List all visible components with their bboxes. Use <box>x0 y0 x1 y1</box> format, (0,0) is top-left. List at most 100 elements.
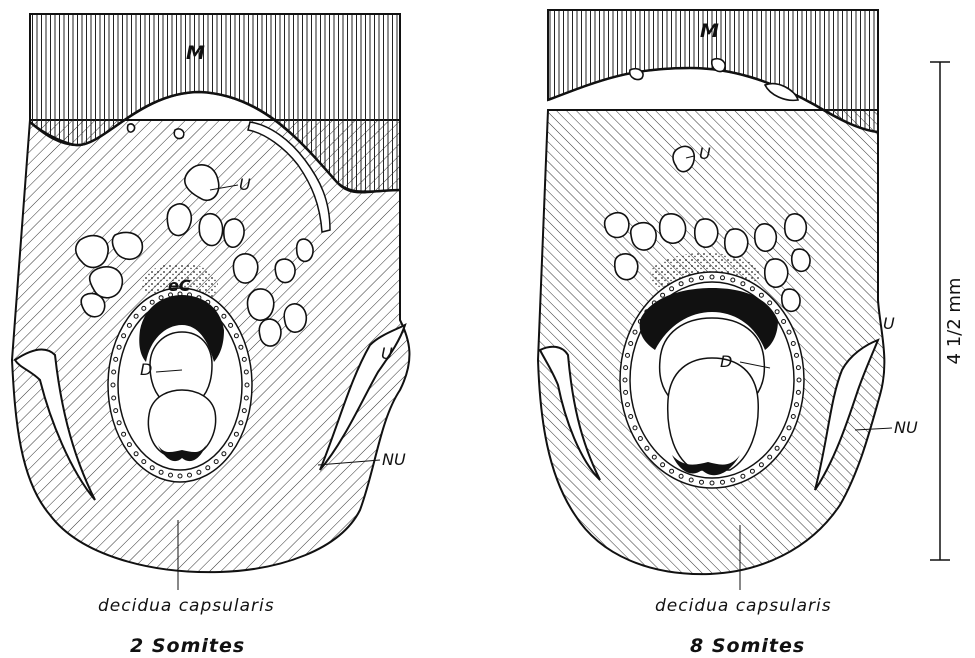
border-dot <box>114 409 118 413</box>
border-dot <box>670 469 674 473</box>
border-dot <box>127 443 131 447</box>
border-dot <box>624 366 628 370</box>
left-yolk-sac <box>148 390 215 455</box>
left-caption: decidua capsularis <box>98 598 275 615</box>
border-dot <box>122 334 126 338</box>
right-label-m: M <box>700 22 720 41</box>
border-dot <box>134 452 138 456</box>
border-dot <box>741 474 745 478</box>
right-label-u-side: U <box>883 316 895 332</box>
border-dot <box>768 301 772 305</box>
border-dot <box>679 474 683 478</box>
left-label-d: D <box>140 362 152 378</box>
border-dot <box>197 470 201 474</box>
border-dot <box>768 455 772 459</box>
border-dot <box>159 296 163 300</box>
left-section <box>12 14 409 590</box>
left-label-ec: eC <box>168 278 191 294</box>
border-dot <box>750 469 754 473</box>
border-dot <box>122 432 126 436</box>
border-dot <box>127 323 131 327</box>
border-dot <box>791 342 795 346</box>
border-dot <box>112 396 116 400</box>
border-dot <box>645 446 649 450</box>
border-dot <box>624 390 628 394</box>
border-dot <box>638 437 642 441</box>
border-dot <box>782 437 786 441</box>
border-dot <box>721 276 725 280</box>
border-dot <box>206 466 210 470</box>
left-title: 2 Somites <box>130 637 245 656</box>
border-dot <box>633 330 637 334</box>
border-dot <box>731 278 735 282</box>
border-dot <box>629 415 633 419</box>
border-dot <box>234 334 238 338</box>
border-dot <box>700 480 704 484</box>
border-dot <box>710 275 714 279</box>
scale-label: 4 1/2 mm <box>946 276 964 366</box>
border-dot <box>633 426 637 430</box>
border-dot <box>689 278 693 282</box>
left-label-u-top: U <box>239 177 251 193</box>
right-section <box>538 10 892 590</box>
border-dot <box>142 306 146 310</box>
right-label-d: D <box>720 354 732 370</box>
border-dot <box>782 320 786 324</box>
left-label-nu: NU <box>382 452 406 468</box>
border-dot <box>222 452 226 456</box>
border-dot <box>652 455 656 459</box>
right-label-u-top: U <box>699 146 711 162</box>
border-dot <box>178 474 182 478</box>
border-dot <box>679 282 683 286</box>
border-dot <box>797 378 801 382</box>
border-dot <box>114 357 118 361</box>
border-dot <box>159 470 163 474</box>
left-label-m: M <box>186 44 206 63</box>
border-dot <box>721 480 725 484</box>
border-dot <box>661 463 665 467</box>
border-dot <box>700 276 704 280</box>
border-dot <box>242 409 246 413</box>
border-dot <box>242 357 246 361</box>
border-dot <box>759 463 763 467</box>
border-dot <box>796 366 800 370</box>
border-dot <box>629 342 633 346</box>
border-dot <box>112 370 116 374</box>
border-dot <box>244 396 248 400</box>
border-dot <box>795 403 799 407</box>
border-dot <box>117 421 121 425</box>
border-dot <box>214 460 218 464</box>
border-dot <box>626 353 630 357</box>
border-dot <box>188 473 192 477</box>
border-dot <box>244 370 248 374</box>
border-dot <box>787 330 791 334</box>
border-dot <box>239 421 243 425</box>
border-dot <box>229 443 233 447</box>
border-dot <box>750 287 754 291</box>
border-dot <box>759 293 763 297</box>
border-dot <box>229 323 233 327</box>
border-dot <box>795 353 799 357</box>
border-dot <box>710 481 714 485</box>
border-dot <box>150 300 154 304</box>
right-title: 8 Somites <box>690 637 805 656</box>
border-dot <box>142 460 146 464</box>
border-dot <box>775 446 779 450</box>
border-dot <box>234 432 238 436</box>
border-dot <box>731 478 735 482</box>
border-dot <box>796 390 800 394</box>
border-dot <box>689 478 693 482</box>
border-dot <box>117 345 121 349</box>
border-dot <box>245 383 249 387</box>
border-dot <box>670 287 674 291</box>
border-dot <box>661 293 665 297</box>
right-caption: decidua capsularis <box>655 598 832 615</box>
left-label-u-side: U <box>381 346 393 362</box>
right-label-nu: NU <box>894 420 918 436</box>
border-dot <box>169 473 173 477</box>
border-dot <box>623 378 627 382</box>
border-dot <box>626 403 630 407</box>
border-dot <box>787 426 791 430</box>
border-dot <box>775 310 779 314</box>
